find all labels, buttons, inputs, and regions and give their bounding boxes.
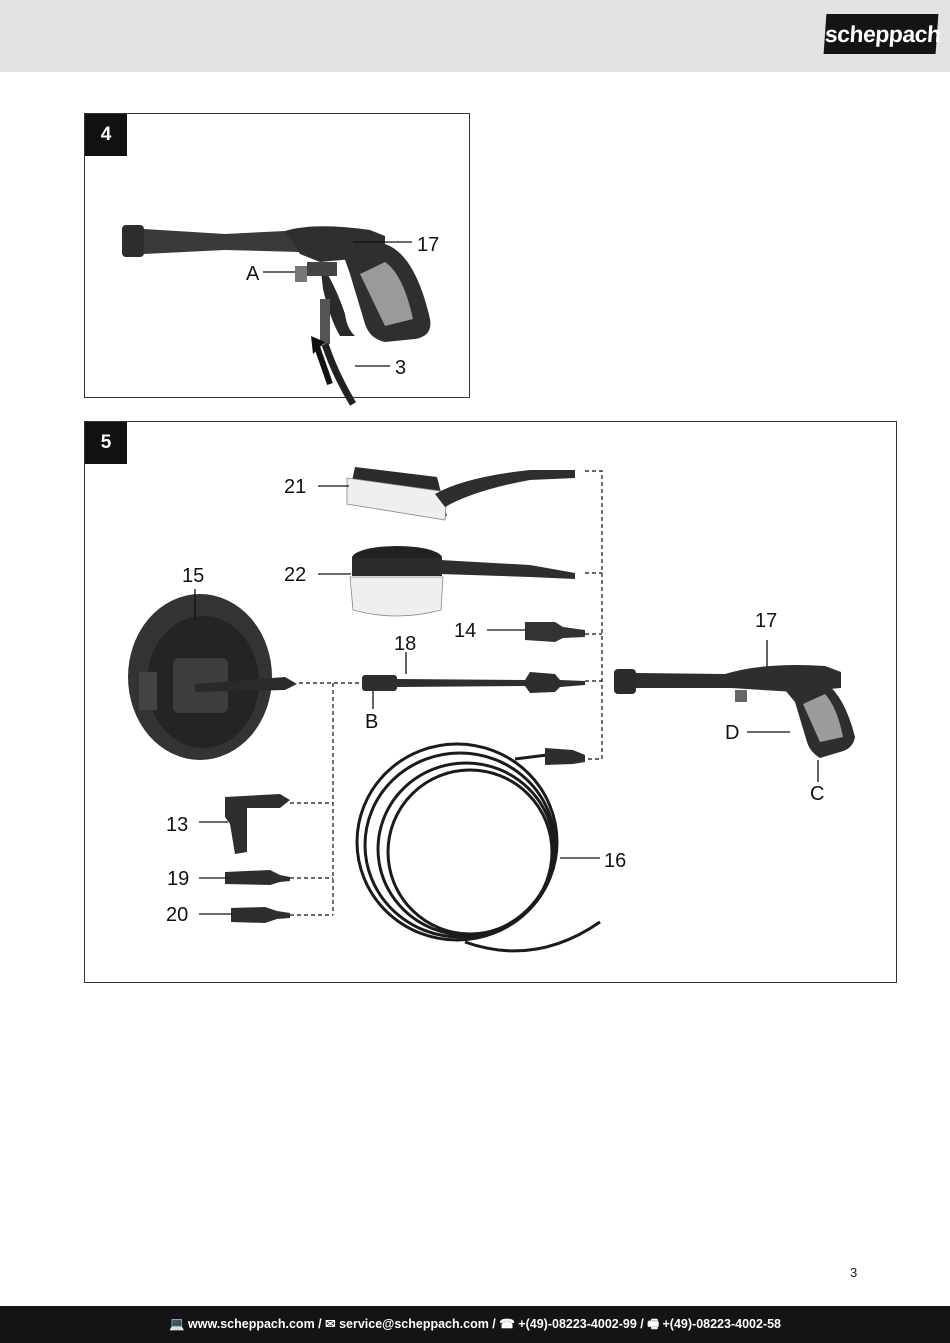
footer-phone: +(49)-08223-4002-99 — [518, 1317, 637, 1331]
fax-icon: 🖷 — [647, 1317, 663, 1331]
footer-separator: / — [636, 1317, 648, 1331]
connection-lines — [290, 470, 603, 916]
round-brush-illustration — [349, 546, 575, 617]
label-3: 3 — [395, 357, 406, 379]
figure-4-illustration: 17 A 3 — [122, 225, 439, 406]
nozzle-20-illustration — [231, 907, 290, 923]
mail-icon: ✉ — [325, 1317, 340, 1331]
label-a: A — [246, 263, 260, 285]
label-22: 22 — [284, 564, 306, 586]
label-b: B — [365, 711, 378, 733]
footer-separator: / — [314, 1317, 326, 1331]
spray-gun-illustration — [122, 225, 431, 342]
contact-footer: 💻 www.scheppach.com / ✉ service@scheppac… — [0, 1306, 950, 1343]
footer-email[interactable]: service@scheppach.com — [339, 1317, 489, 1331]
flat-brush-illustration — [346, 467, 575, 521]
angled-nozzle-illustration — [225, 794, 290, 854]
label-19: 19 — [167, 868, 189, 890]
label-18: 18 — [394, 633, 416, 655]
page-header: scheppach — [0, 0, 950, 72]
footer-separator: / — [488, 1317, 500, 1331]
footer-website[interactable]: www.scheppach.com — [188, 1317, 315, 1331]
patio-cleaner-illustration — [128, 594, 297, 760]
figure-4-number: 4 — [85, 114, 127, 156]
brand-logo: scheppach — [823, 14, 942, 54]
label-14: 14 — [454, 620, 476, 642]
phone-icon: ☎ — [499, 1317, 519, 1331]
footer-fax: +(49)-08223-4002-58 — [662, 1317, 782, 1331]
spray-gun-illustration — [614, 665, 855, 758]
leader-lines — [194, 485, 819, 915]
label-15: 15 — [182, 565, 204, 587]
page-number: 3 — [850, 1265, 858, 1280]
figure-4: 4 17 A 3 — [84, 113, 470, 406]
label-d: D — [725, 722, 739, 744]
label-17: 17 — [755, 610, 777, 632]
adapter-illustration — [525, 622, 585, 642]
label-20: 20 — [166, 904, 188, 926]
hose-coupling-illustration — [545, 748, 585, 765]
nozzle-19-illustration — [225, 870, 290, 885]
hose-illustration — [311, 299, 357, 406]
label-21: 21 — [284, 476, 306, 498]
label-17: 17 — [417, 234, 439, 256]
label-c: C — [810, 783, 824, 805]
figure-5-number: 5 — [85, 422, 127, 464]
figure-5-illustration: 21 22 15 14 18 17 B D C 13 19 20 16 — [128, 467, 855, 953]
extension-lance-illustration — [362, 672, 585, 693]
hose-coil-illustration — [355, 742, 601, 953]
label-16: 16 — [604, 850, 626, 872]
label-13: 13 — [166, 814, 188, 836]
figure-5: 5 — [84, 421, 897, 983]
computer-icon: 💻 — [168, 1317, 189, 1331]
